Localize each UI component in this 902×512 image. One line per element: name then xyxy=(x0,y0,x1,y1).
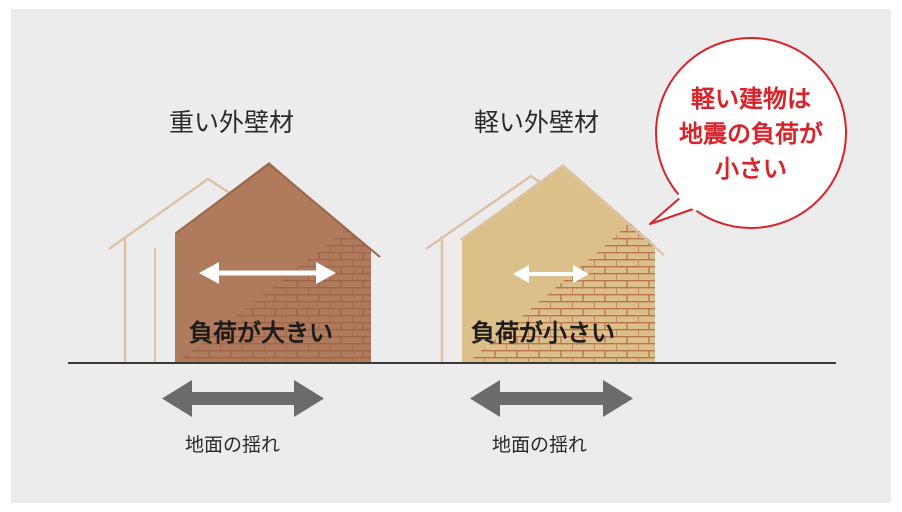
heavy-house-brick-area xyxy=(178,210,371,362)
heavy-ground-label: 地面の揺れ xyxy=(185,434,281,456)
heavy-house-title: 重い外壁材 xyxy=(169,108,295,137)
heavy-load-label: 負荷が大きい xyxy=(189,319,333,347)
heavy-house xyxy=(108,162,381,362)
heavy-ground-shake-arrow-icon xyxy=(162,380,324,417)
light-house-brick-area xyxy=(468,200,655,362)
bubble-line-2: 地震の負荷が xyxy=(679,120,823,148)
light-load-arrow-icon xyxy=(513,265,589,283)
bubble-line-1: 軽い建物は xyxy=(691,85,811,113)
speech-bubble xyxy=(649,37,847,229)
light-load-label: 負荷が小さい xyxy=(471,319,615,347)
bubble-text: 軽い建物は 地震の負荷が 小さい xyxy=(661,82,841,187)
light-ground-label: 地面の揺れ xyxy=(492,434,588,456)
light-house-title: 軽い外壁材 xyxy=(474,108,600,137)
heavy-load-arrow-icon xyxy=(199,262,336,284)
light-house xyxy=(425,164,665,362)
light-ground-shake-arrow-icon xyxy=(470,380,633,417)
bubble-line-3: 小さい xyxy=(715,155,787,183)
